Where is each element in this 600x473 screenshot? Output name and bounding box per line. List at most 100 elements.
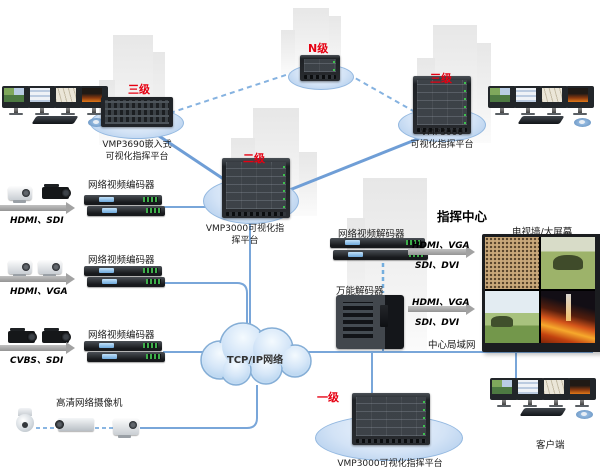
monitor-screen <box>30 88 50 102</box>
wall-feed-rocket <box>541 291 595 343</box>
client-label: 客户端 <box>536 440 565 451</box>
operator-workstation-left <box>2 86 112 132</box>
link-enc2-cloud <box>163 282 248 340</box>
keyboard <box>519 408 567 416</box>
signal-arrow <box>408 303 475 315</box>
monitor-screen <box>518 380 538 394</box>
vmp3690-server <box>101 97 173 127</box>
vmp3000-l1-caption: VMP3000可视化指挥平台 <box>337 459 443 469</box>
signal-arrow <box>408 246 475 258</box>
lan-label: 中心局域网 <box>428 340 476 351</box>
ptz-camera-icon <box>8 186 32 203</box>
tier-label-level2: 二级 <box>243 152 265 165</box>
server-slots <box>304 59 336 72</box>
encoder1-label: 网络视频编码器 <box>88 180 155 191</box>
ptz-camera-icon <box>113 418 139 438</box>
link-n-l3right-dashed <box>347 73 416 113</box>
tier-label-level1: 一级 <box>317 391 339 404</box>
mouse <box>576 410 593 419</box>
ptz-camera-icon <box>38 260 62 277</box>
wall-feed-field <box>485 291 539 343</box>
link-cameras-cloud <box>140 385 258 429</box>
vmp3690-caption: VMP3690嵌入式 可视化指挥平台 <box>102 140 172 162</box>
tcpip-cloud-label: TCP/IP网络 <box>226 355 284 366</box>
monitor-screen <box>490 88 510 102</box>
encoder2-label: 网络视频编码器 <box>88 255 155 266</box>
monitor-screen <box>570 380 590 394</box>
signal-arrow <box>0 202 75 214</box>
camcorder-icon <box>42 328 71 343</box>
hd-camera-label: 高清网络摄像机 <box>56 398 123 409</box>
tier-label-level3-left: 三级 <box>128 83 150 96</box>
monitor <box>542 378 570 400</box>
video-encoder-unit <box>87 352 165 362</box>
monitor <box>568 378 596 400</box>
monitor <box>540 86 568 108</box>
vmp3000-server-l1 <box>352 393 430 445</box>
signal-arrow <box>0 342 75 354</box>
monitor <box>54 86 82 108</box>
link-bottom-upper: HDMI、VGA <box>412 298 470 308</box>
wall-feed-formation <box>485 237 539 289</box>
wall-feed-tank <box>541 237 595 289</box>
camcorder-icon <box>42 184 71 199</box>
monitor-screen <box>492 380 512 394</box>
box-camera-icon <box>55 418 94 431</box>
server-slots <box>356 397 426 436</box>
universal-decoder-tower <box>336 295 404 349</box>
video-encoder-unit <box>87 277 165 287</box>
dome-camera-icon <box>16 408 34 432</box>
encoder3-interface: CVBS、SDI <box>10 356 64 366</box>
video-wall <box>482 234 600 352</box>
vmp3000-server-l3 <box>413 76 471 134</box>
network-decoder-label: 网络视频解码器 <box>338 229 405 240</box>
vmp3000-l2-caption: VMP3000可视化指 挥平台 <box>205 224 285 246</box>
video-wall-grid <box>485 237 595 343</box>
monitor-screen <box>4 88 24 102</box>
monitor-screen <box>568 88 588 102</box>
vmp3000-l3-caption: VMP3000 可视化指挥平台 <box>410 128 474 150</box>
keyboard <box>31 116 79 124</box>
video-encoder-unit <box>84 266 162 276</box>
video-encoder-unit <box>84 195 162 205</box>
video-encoder-unit <box>84 341 162 351</box>
client-workstation <box>490 378 600 424</box>
encoder2-interface: HDMI、VGA <box>10 287 68 297</box>
monitor <box>566 86 594 108</box>
encoder1-interface: HDMI、SDI <box>10 216 64 226</box>
video-decoder-unit <box>330 238 425 248</box>
tier-label-level3-right: 三级 <box>430 72 452 85</box>
operator-workstation-right <box>488 86 598 132</box>
monitor-screen <box>544 380 564 394</box>
server-slots <box>226 162 286 209</box>
dome-camera-mount <box>18 408 32 416</box>
monitor <box>516 378 544 400</box>
monitor-screen <box>542 88 562 102</box>
keyboard <box>517 116 565 124</box>
dome-camera-dome <box>16 414 34 432</box>
vmp3000-server-l2 <box>222 158 290 218</box>
server-slots <box>417 80 467 125</box>
monitor <box>490 378 518 400</box>
monitor-screen <box>56 88 76 102</box>
mouse <box>88 118 105 127</box>
command-center-title: 指挥中心 <box>437 209 488 224</box>
monitor <box>488 86 516 108</box>
ptz-camera-icon <box>8 260 32 277</box>
monitor <box>28 86 56 108</box>
n-level-server <box>300 55 340 81</box>
monitor-screen <box>516 88 536 102</box>
universal-decoder-label: 万能解码器 <box>336 286 384 297</box>
building-silhouette <box>281 30 295 74</box>
link-l3left-n-dashed <box>169 71 296 114</box>
tier-label-n: N级 <box>308 42 329 55</box>
video-wall-label: 电视墙/大屏幕 <box>512 227 573 238</box>
monitor <box>514 86 542 108</box>
encoder3-label: 网络视频编码器 <box>88 330 155 341</box>
camcorder-icon <box>8 328 37 343</box>
link-bottom-lower: SDI、DVI <box>415 318 460 328</box>
link-top-lower: SDI、DVI <box>415 261 460 271</box>
monitor <box>2 86 30 108</box>
